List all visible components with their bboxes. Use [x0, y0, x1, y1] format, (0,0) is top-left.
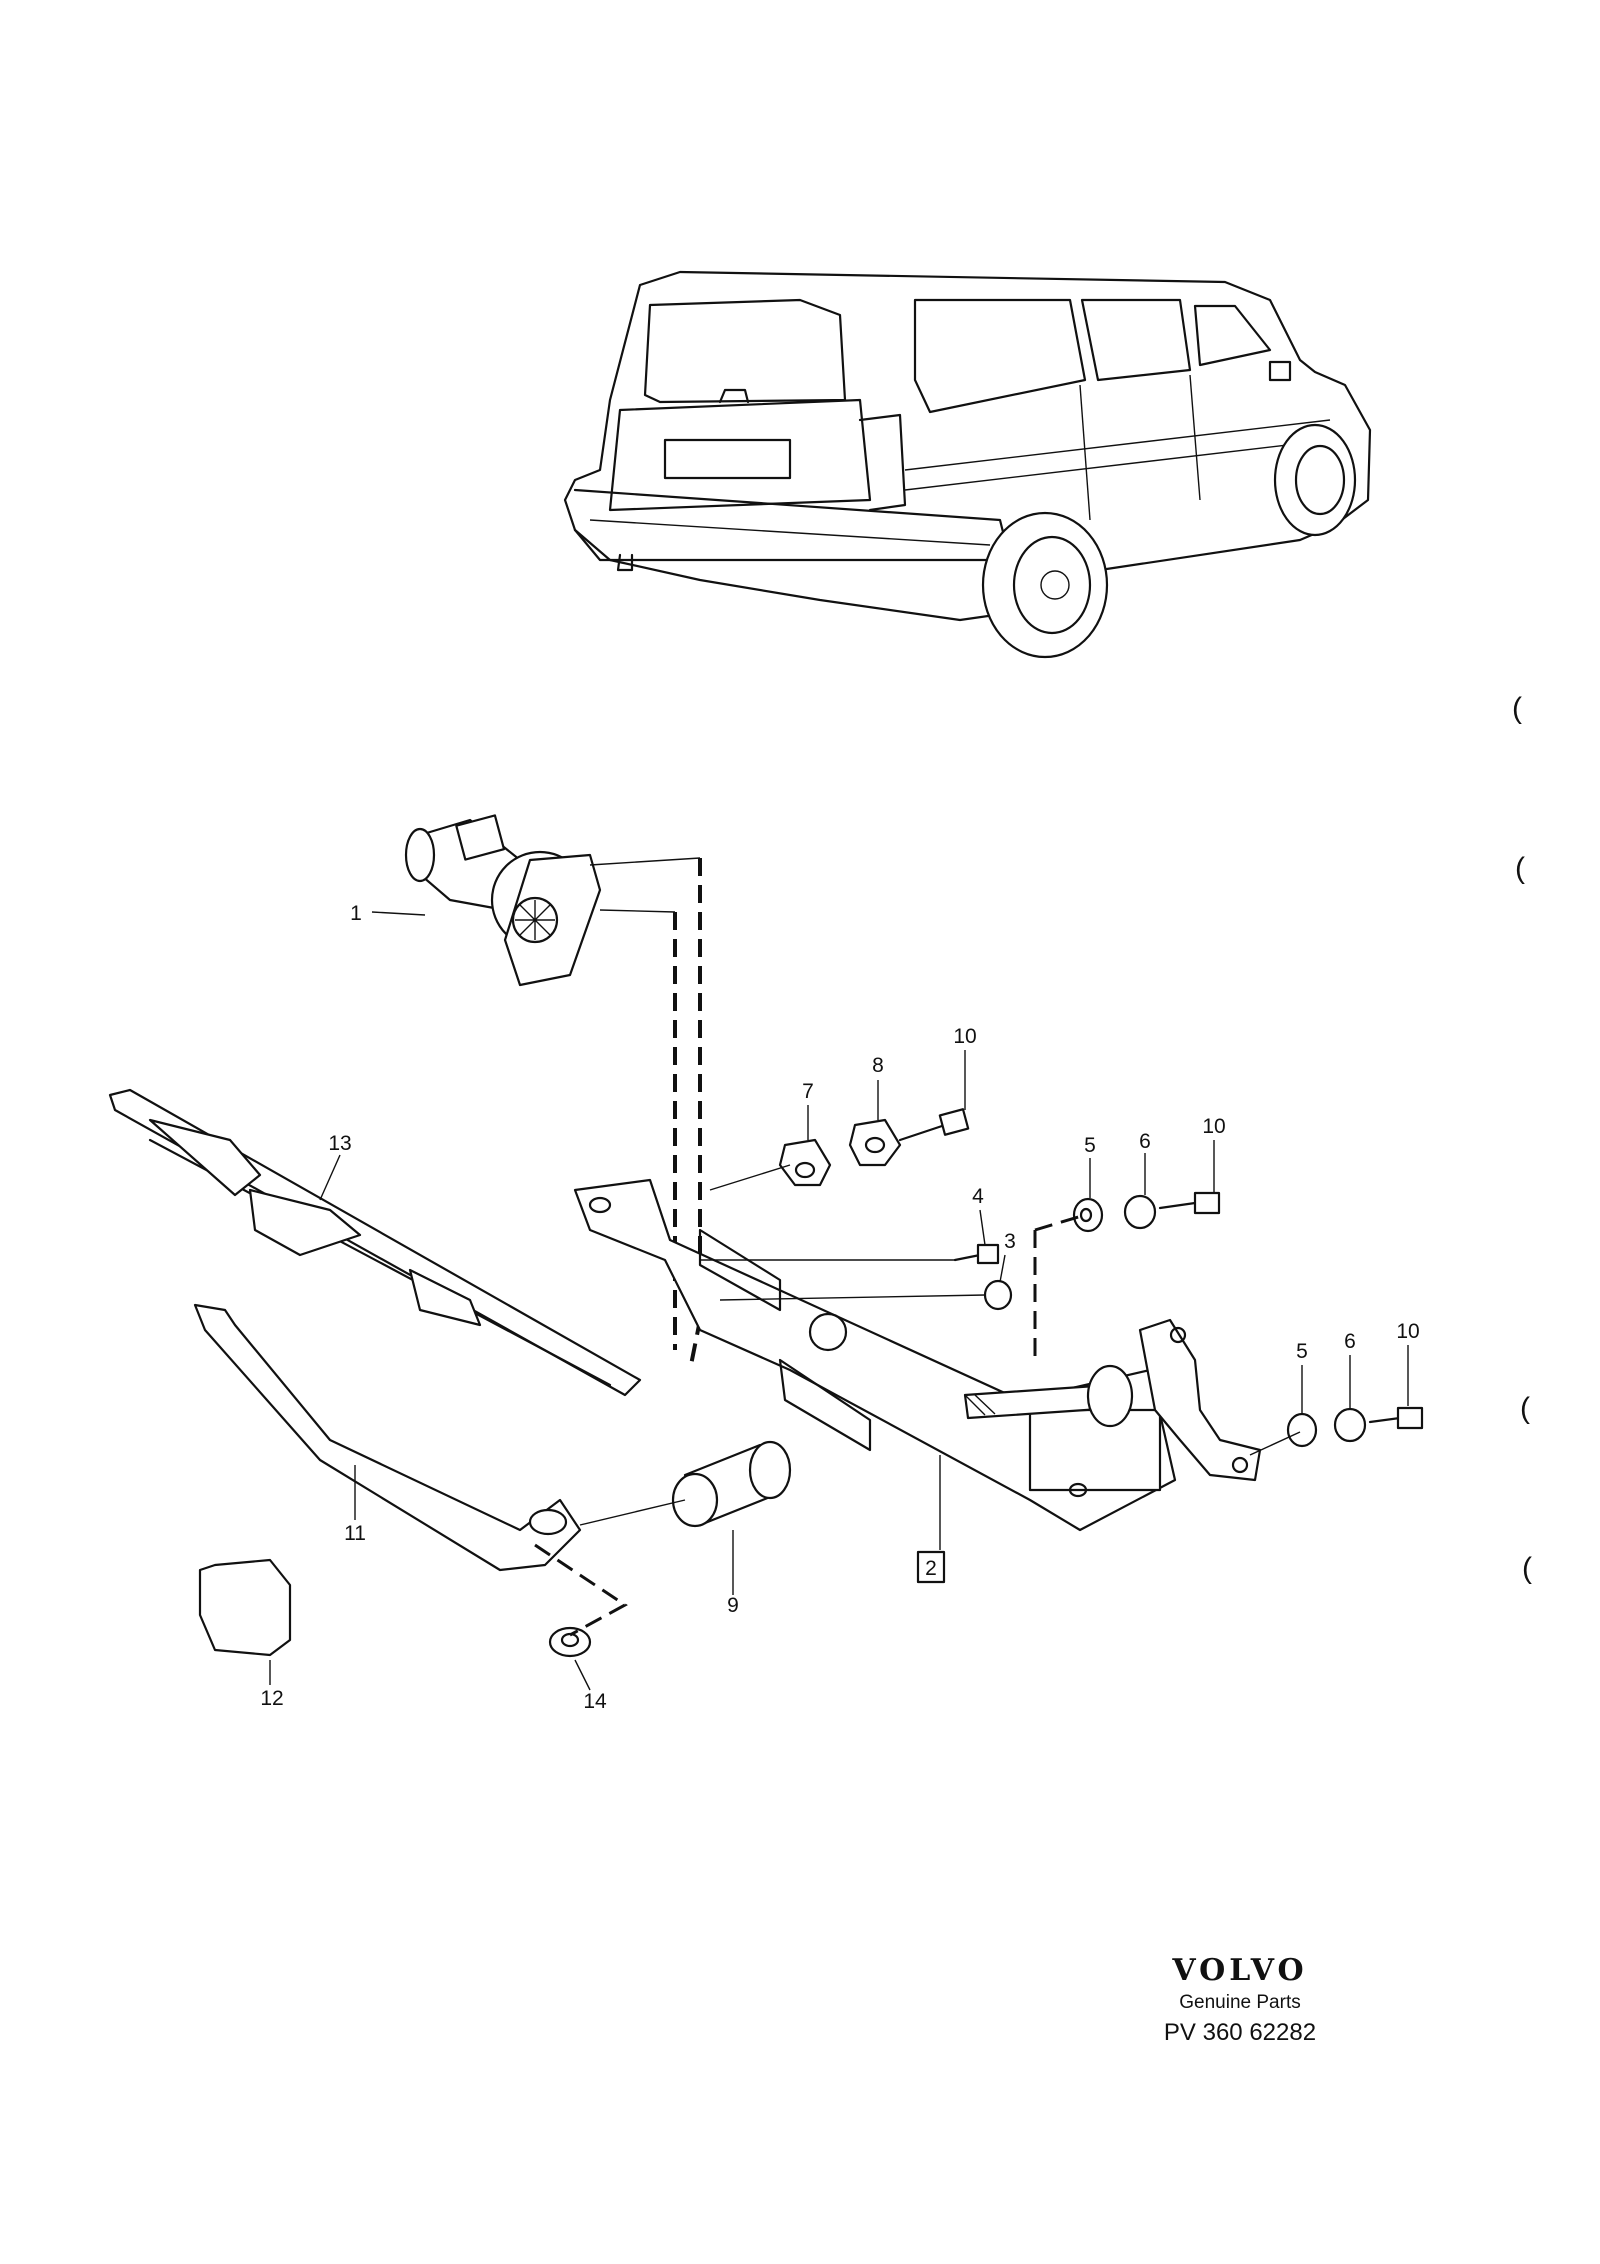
callout-7: 7 [802, 1080, 814, 1103]
washer-part-6-low [1333, 1407, 1367, 1443]
footer-subtitle: Genuine Parts [1179, 1992, 1300, 2013]
screw-part-10-top [898, 1108, 970, 1142]
callout-1: 1 [350, 902, 362, 925]
spindle-shaft [963, 1318, 1262, 1482]
wiper-motor-part-1 [404, 814, 602, 987]
washer-part-5-mid [1072, 1197, 1104, 1233]
washer-part-6-mid [1123, 1194, 1157, 1230]
callout-10-mid: 10 [1202, 1115, 1225, 1138]
callout-4: 4 [972, 1185, 984, 1208]
callout-8: 8 [872, 1054, 884, 1077]
cover-cap-part-12 [198, 1558, 292, 1657]
callout-6-low: 6 [1344, 1330, 1356, 1353]
margin-mark: ( [1515, 852, 1525, 885]
screw-part-4 [953, 1243, 1000, 1265]
callout-9: 9 [727, 1594, 739, 1617]
car-illustration [563, 270, 1372, 659]
footer-code: PV 360 62282 [1164, 2019, 1316, 2046]
callout-11: 11 [344, 1522, 366, 1545]
margin-mark: ( [1522, 1552, 1532, 1585]
screw-part-10-mid [1158, 1191, 1221, 1215]
callout-13: 13 [328, 1132, 351, 1155]
linkage-bracket-part-2 [573, 1178, 1177, 1532]
nut-part-14 [548, 1626, 592, 1658]
callout-3: 3 [1004, 1230, 1016, 1253]
callout-5-mid: 5 [1084, 1134, 1096, 1157]
callout-10-low: 10 [1396, 1320, 1419, 1343]
callout-2: 2 [925, 1557, 937, 1580]
callout-10-top: 10 [953, 1025, 976, 1048]
grommet-part-8 [848, 1118, 902, 1167]
washer-part-5-low [1286, 1412, 1318, 1448]
wiper-blade-part-13 [108, 1088, 642, 1397]
callout-12: 12 [260, 1687, 283, 1710]
callout-6-mid: 6 [1139, 1130, 1151, 1153]
callout-2-box [916, 1550, 946, 1584]
wiper-arm-part-11 [193, 1303, 582, 1572]
grommet-part-7 [778, 1138, 832, 1187]
margin-mark: ( [1512, 692, 1522, 725]
callout-14: 14 [583, 1690, 607, 1713]
screw-part-10-low [1368, 1406, 1424, 1430]
nut-part-3 [983, 1279, 1013, 1311]
callout-5-low: 5 [1296, 1340, 1308, 1363]
brand-logo: VOLVO [1171, 1953, 1307, 1988]
bushing-part-9 [671, 1440, 792, 1528]
margin-mark: ( [1520, 1392, 1530, 1425]
